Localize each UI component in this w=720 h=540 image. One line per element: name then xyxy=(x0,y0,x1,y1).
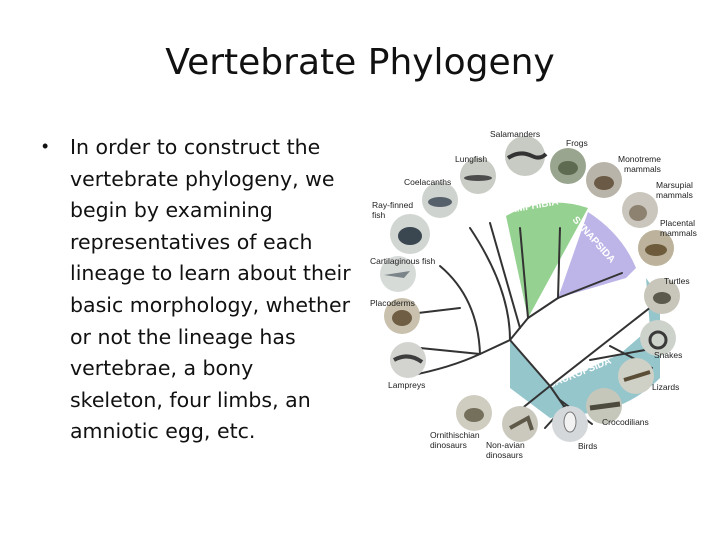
label-placental-2: mammals xyxy=(660,228,697,238)
label-marsupial-2: mammals xyxy=(656,190,693,200)
snake-thumbnail xyxy=(640,320,676,356)
label-crocodilians: Crocodilians xyxy=(602,417,649,427)
label-ornithischian-2: dinosaurs xyxy=(430,440,467,450)
label-coelacanths: Coelacanths xyxy=(404,177,451,187)
label-cartilaginous: Cartilaginous fish xyxy=(370,256,435,266)
label-lungfish: Lungfish xyxy=(455,154,487,164)
label-birds: Birds xyxy=(578,441,597,451)
phylogeny-diagram: AMPHIBIA SYNAPSIDA SAUROPSIDA xyxy=(360,128,700,468)
label-lampreys: Lampreys xyxy=(388,380,425,390)
label-turtles: Turtles xyxy=(664,276,690,286)
lamprey-thumbnail xyxy=(390,342,426,378)
label-monotreme-2: mammals xyxy=(624,164,661,174)
synapsida-clade-region xyxy=(558,212,636,298)
organism-images xyxy=(380,136,680,442)
taxon-labels: Salamanders Frogs Lungfish Monotreme mam… xyxy=(370,129,697,460)
label-marsupial-1: Marsupial xyxy=(656,180,693,190)
bullet-text: In order to construct the vertebrate phy… xyxy=(70,135,351,444)
slide-title: Vertebrate Phylogeny xyxy=(165,42,555,83)
label-placental-1: Placental xyxy=(660,218,695,228)
tree-branches xyxy=(407,222,657,429)
label-salamanders: Salamanders xyxy=(490,129,540,139)
label-monotreme-1: Monotreme xyxy=(618,154,661,164)
label-snakes: Snakes xyxy=(654,350,682,360)
label-ray-finned-1: Ray-finned xyxy=(372,200,413,210)
salamander-thumbnail xyxy=(505,136,545,176)
label-ornithischian-1: Ornithischian xyxy=(430,430,480,440)
bullet-point: • In order to construct the vertebrate p… xyxy=(42,132,352,448)
amphibia-clade-region xyxy=(506,202,588,318)
bullet-marker: • xyxy=(42,136,49,156)
label-placoderms: Placoderms xyxy=(370,298,415,308)
label-ray-finned-2: fish xyxy=(372,210,386,220)
label-non-avian-2: dinosaurs xyxy=(486,450,523,460)
label-non-avian-1: Non-avian xyxy=(486,440,525,450)
label-lizards: Lizards xyxy=(652,382,679,392)
label-frogs: Frogs xyxy=(566,138,588,148)
